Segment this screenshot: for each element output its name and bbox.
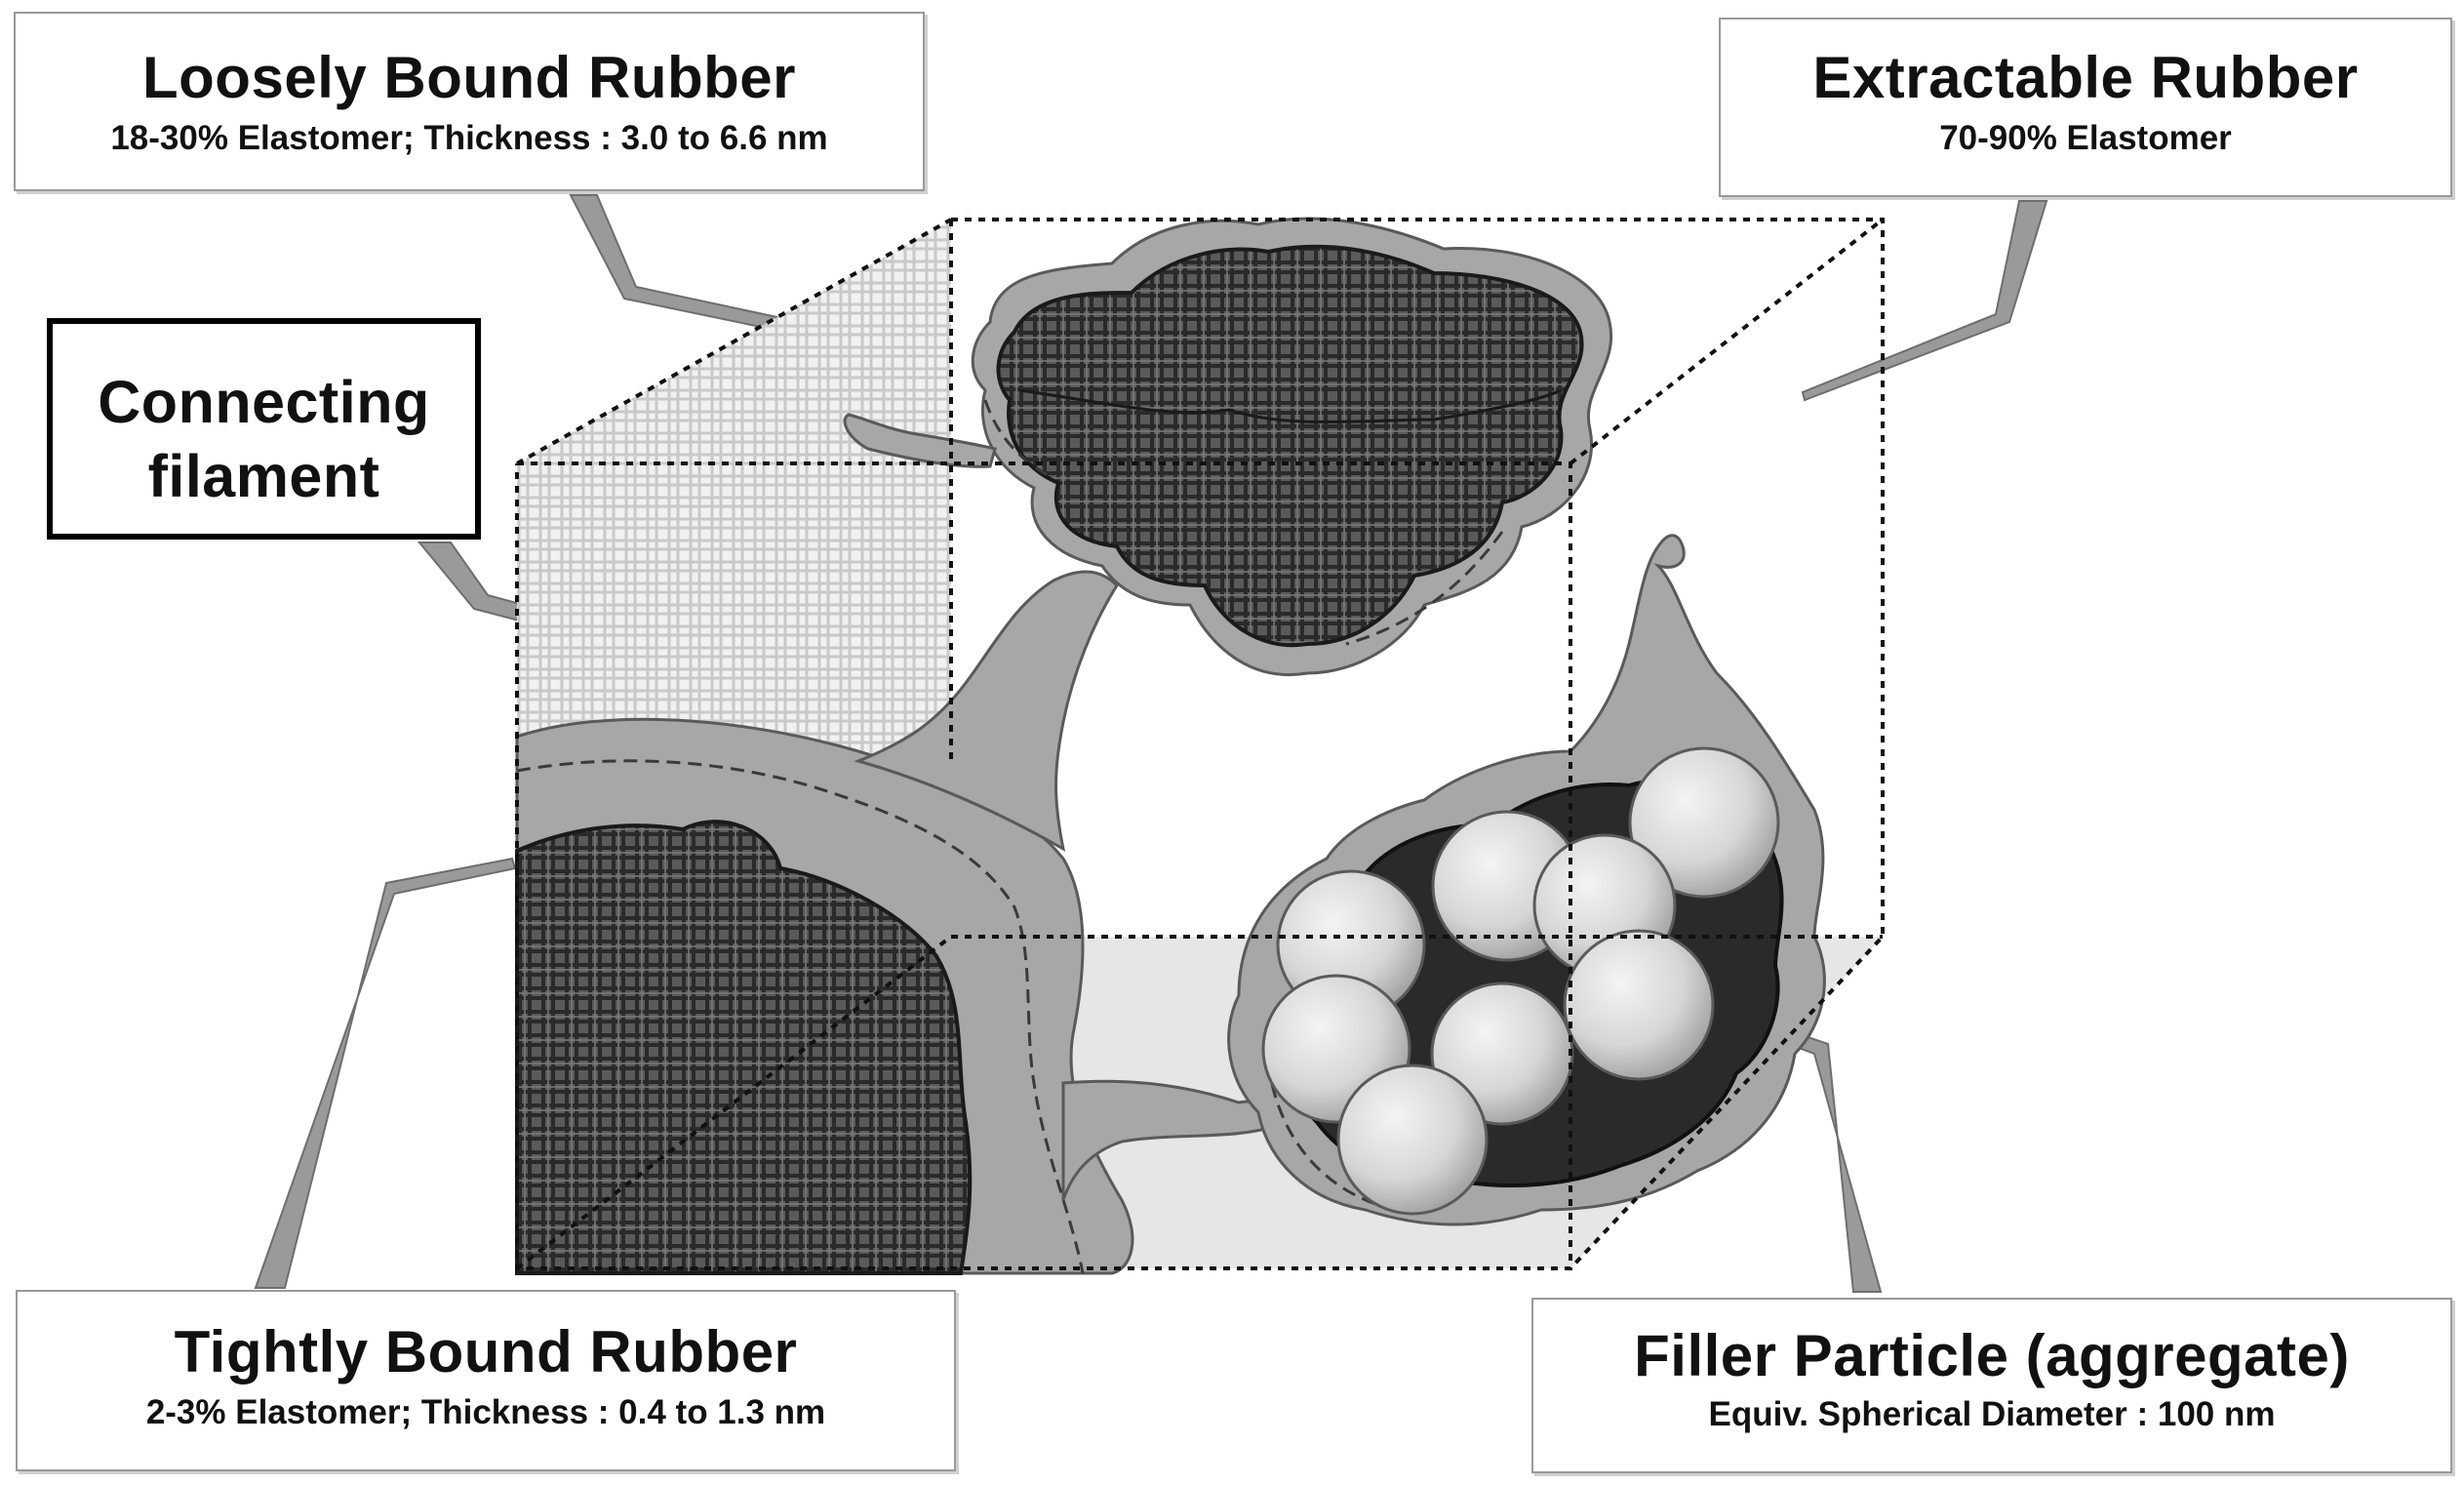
connecting-filament-line2: filament [147, 443, 380, 510]
filler-sphere [1563, 929, 1715, 1081]
filler-sphere [1628, 746, 1780, 899]
connecting-filament [854, 570, 1119, 852]
cube-edges [515, 218, 1885, 1270]
filler-aggregate [1227, 534, 1826, 1226]
filler-particle-label: Filler Particle (aggregate) Equiv. Spher… [1531, 1298, 2452, 1473]
loosely-bound-detail: 18-30% Elastomer; Thickness : 3.0 to 6.6… [110, 119, 828, 157]
filler-particle-detail: Equiv. Spherical Diameter : 100 nm [1708, 1395, 2276, 1433]
extractable-rubber-label: Extractable Rubber 70-90% Elastomer [1719, 18, 2452, 197]
left-rubber-mass [515, 717, 1134, 1275]
tight-leader [254, 857, 517, 1289]
loosely-bound-title: Loosely Bound Rubber [142, 45, 796, 110]
tightly-bound-rubber-label: Tightly Bound Rubber 2-3% Elastomer; Thi… [16, 1290, 956, 1471]
filler-spheres [1261, 746, 1780, 1216]
extract-leader [1801, 200, 2048, 402]
filler-particle-title: Filler Particle (aggregate) [1634, 1323, 2350, 1388]
filler-sphere [1336, 1064, 1489, 1216]
tightly-bound-title: Tightly Bound Rubber [174, 1319, 798, 1385]
extractable-title: Extractable Rubber [1812, 45, 2359, 110]
loosely-bound-rubber-label: Loosely Bound Rubber 18-30% Elastomer; T… [14, 12, 925, 191]
connecting-filament-label: Connecting filament [47, 318, 481, 540]
tightly-bound-detail: 2-3% Elastomer; Thickness : 0.4 to 1.3 n… [145, 1393, 826, 1431]
extractable-detail: 70-90% Elastomer [1939, 119, 2232, 157]
connecting-filament-line1: Connecting [98, 369, 430, 435]
top-aggregate [843, 217, 1613, 676]
